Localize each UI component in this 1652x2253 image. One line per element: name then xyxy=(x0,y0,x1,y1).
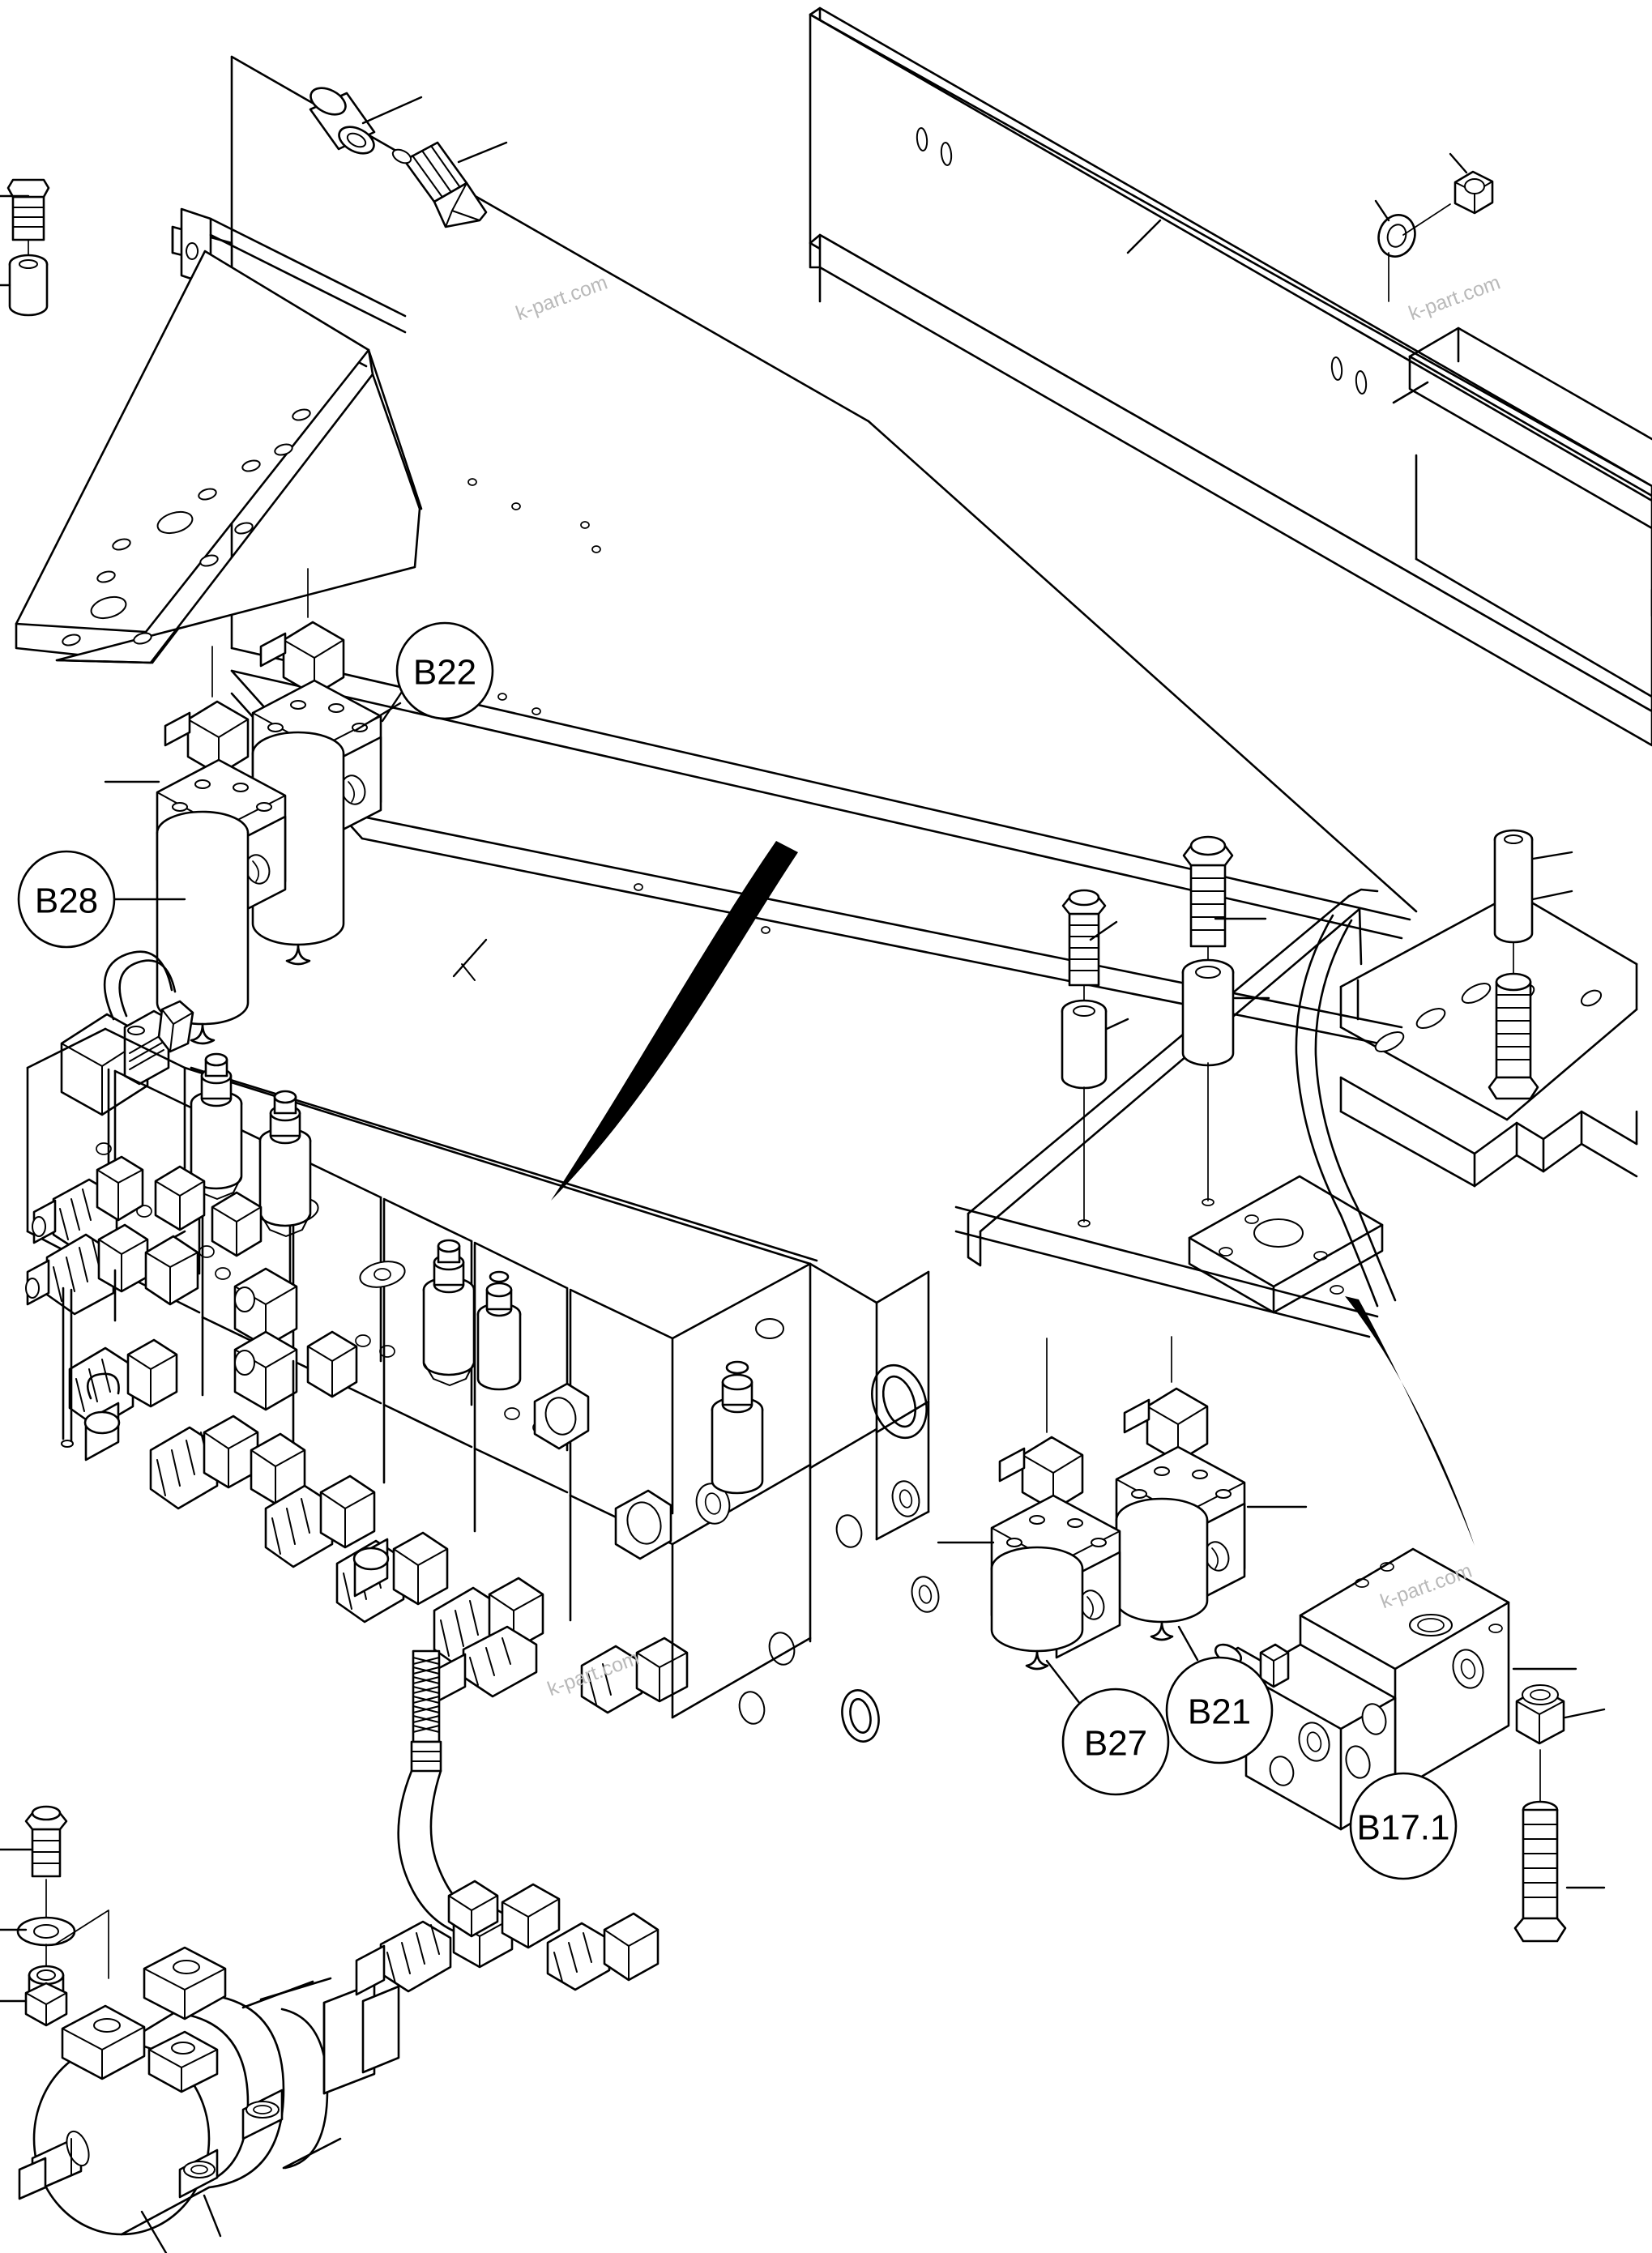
callout-label: B21 xyxy=(1188,1692,1251,1732)
lock-nut-bottom-right xyxy=(1515,1684,1606,1745)
hardware-spacer-bolt-top-left xyxy=(309,87,508,228)
callout-balloon-b17-1[interactable]: B17.1 xyxy=(1349,1772,1458,1880)
hex-fittings-group xyxy=(154,1165,358,1411)
callout-balloon-b21[interactable]: B21 xyxy=(1165,1625,1274,1764)
filter-pair-right xyxy=(937,1336,1308,1671)
callout-leader-line xyxy=(1045,1659,1082,1705)
callout-circle[interactable] xyxy=(1165,1656,1274,1764)
callout-circle[interactable] xyxy=(17,850,116,949)
hardware-accumulator-mount xyxy=(0,1805,109,2027)
hardware-right-gusset xyxy=(1061,829,1573,1227)
right-gusset-bracket xyxy=(954,888,1638,1338)
hardware-bottom-right xyxy=(1513,1684,1606,1943)
callout-balloon-b27[interactable]: B27 xyxy=(1045,1659,1170,1796)
callout-label: B22 xyxy=(413,653,476,693)
flat-washer-top-right xyxy=(1374,199,1416,302)
callout-circle[interactable] xyxy=(1061,1688,1170,1796)
accumulator-assembly xyxy=(0,1805,400,2253)
lift-ring xyxy=(871,1363,928,1440)
upper-left-mount-bracket xyxy=(15,55,870,664)
filter-pair-left xyxy=(104,568,407,1045)
long-bolt-bottom-right xyxy=(1513,1800,1606,1943)
callout-leader-line xyxy=(353,702,402,732)
solenoid-cartridge-group xyxy=(190,1052,764,1495)
callout-circle[interactable] xyxy=(1349,1772,1458,1880)
callout-balloon-b28[interactable]: B28 xyxy=(17,850,186,949)
lock-nut-top-right xyxy=(1449,152,1494,215)
port-fittings-group xyxy=(25,1155,689,1714)
callout-label: B28 xyxy=(35,881,98,921)
valve-bank xyxy=(25,950,940,1743)
filter-canister-front-left xyxy=(104,646,287,1045)
callout-label: B27 xyxy=(1084,1724,1147,1764)
callout-label: B17.1 xyxy=(1357,1808,1450,1848)
right-channel-beam xyxy=(809,6,1652,747)
callout-balloon-b22[interactable]: B22 xyxy=(353,621,494,732)
filter-canister-front-right xyxy=(937,1338,1121,1671)
callout-leader-line xyxy=(1177,1625,1199,1662)
hose-route-curve xyxy=(551,841,1475,1546)
hose-and-tee-fitting xyxy=(355,1649,660,1996)
callout-circle[interactable] xyxy=(395,621,494,720)
hardware-bolt-sleeve-left xyxy=(0,178,50,317)
filter-canister-rear-right xyxy=(1115,1336,1308,1641)
